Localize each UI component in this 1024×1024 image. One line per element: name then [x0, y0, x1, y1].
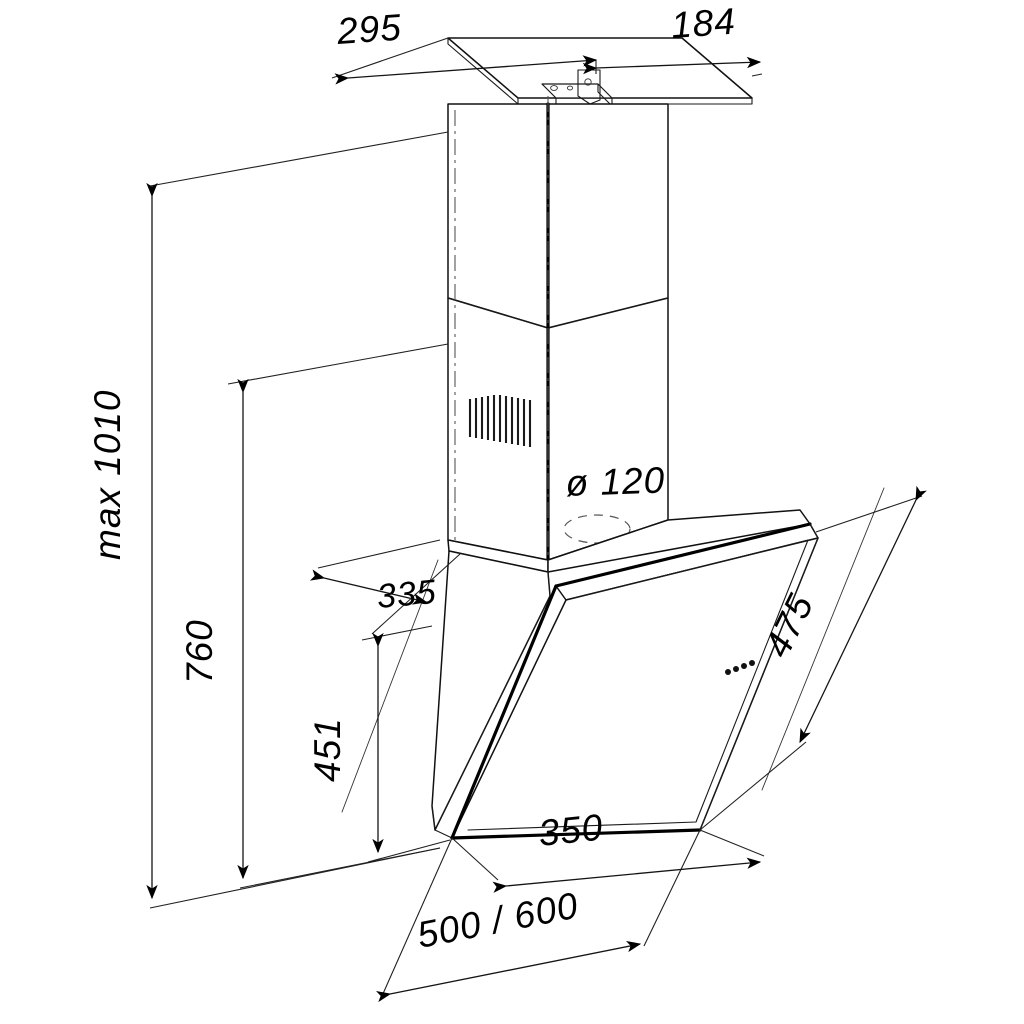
dim-line-184 [582, 56, 762, 75]
dim-label-335: 335 [375, 573, 438, 616]
chimney-upper-left-face [447, 103, 549, 329]
dim-label-350: 350 [537, 806, 606, 854]
ext-350-left [451, 837, 499, 881]
ext-top-right [751, 73, 763, 77]
dim-label-295: 295 [335, 7, 403, 52]
chimney-lower-left-face [447, 297, 549, 561]
control-button[interactable] [741, 663, 747, 669]
bracket-hole-2 [550, 85, 558, 91]
dim-label-diameter-120: ø 120 [565, 460, 666, 504]
ventilation-grille [468, 395, 532, 447]
chimney-upper-right-face [547, 103, 669, 329]
ext-760-top-leader [227, 343, 449, 385]
canopy-underside-edge [431, 805, 453, 839]
mounting-bracket-rail-lip [597, 83, 613, 107]
glass-panel-bottom-edge [450, 828, 702, 840]
dim-line-475 [799, 485, 927, 744]
glass-panel-inner-reflection [467, 539, 809, 831]
control-button[interactable] [733, 666, 739, 672]
dim-line-335 [309, 569, 428, 605]
glass-panel-top-edge [554, 522, 812, 588]
control-button[interactable] [749, 660, 755, 666]
dim-label-760: 760 [179, 619, 220, 684]
chimney-group [447, 96, 669, 566]
ext-475-upper [815, 495, 923, 533]
ext-475-lower [699, 741, 807, 831]
dim-line-295 [334, 55, 598, 85]
dimension-lines-group [146, 55, 927, 1003]
dim-line-350 [492, 857, 762, 893]
dim-label-184: 184 [670, 1, 737, 46]
dim-label-max-1010: max 1010 [87, 390, 128, 561]
ext-left-top-leader [149, 131, 449, 187]
control-panel-buttons[interactable] [725, 660, 755, 675]
hood-canopy-group [431, 509, 811, 839]
dim-label-500-600: 500 / 600 [414, 884, 582, 955]
glass-panel-left-edge [450, 584, 558, 840]
ext-335-start [317, 539, 441, 569]
ext-500-right [643, 829, 701, 947]
dim-line-500-600 [376, 940, 642, 1003]
ext-760-bottom-leader [239, 847, 441, 889]
extension-lines-group [149, 37, 923, 997]
ext-350-right [699, 829, 765, 857]
dim-label-451: 451 [307, 717, 348, 782]
ext-451-bottom-leader [367, 839, 451, 863]
glass-front-panel-group [341, 487, 885, 840]
bracket-hole-3 [566, 85, 574, 91]
canopy-front-highlight [434, 571, 551, 831]
chimney-lower-right-face [547, 297, 669, 561]
control-button[interactable] [725, 669, 731, 675]
